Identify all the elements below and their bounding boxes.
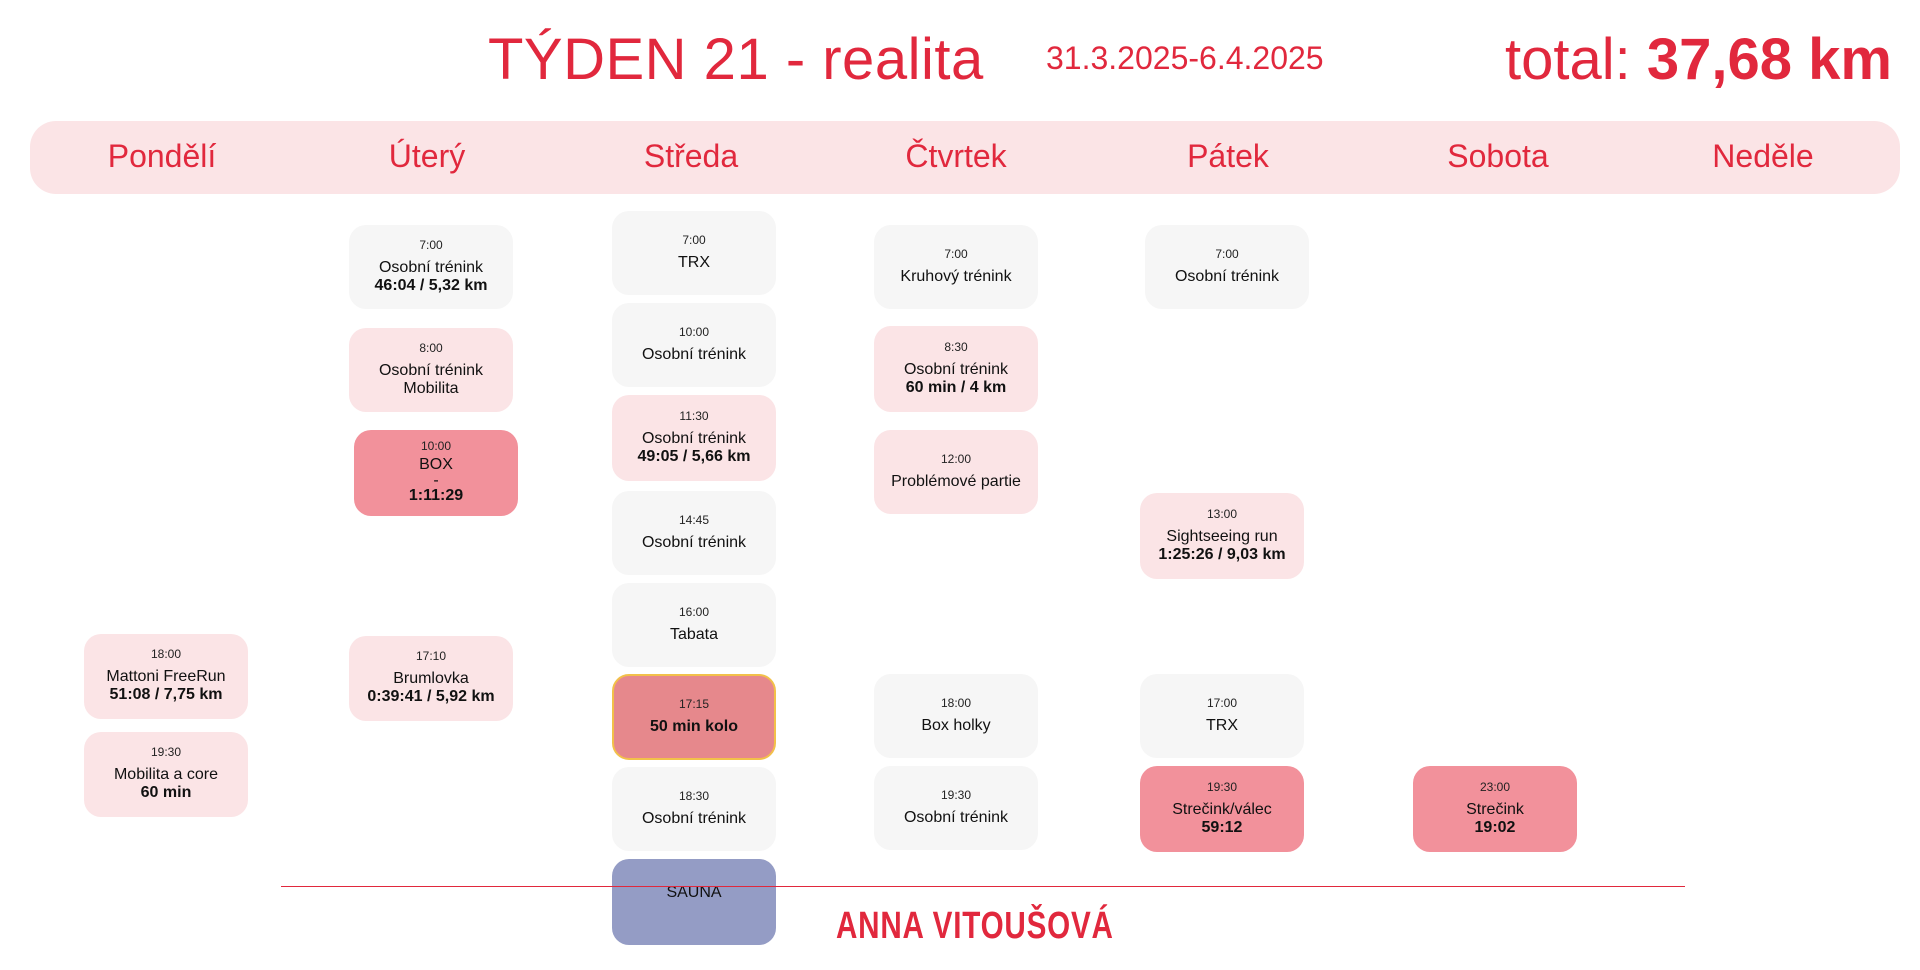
event-card[interactable]: 17:10 Brumlovka 0:39:41 / 5,92 km <box>349 636 513 721</box>
event-card[interactable]: 7:00 Osobní trénink <box>1145 225 1309 309</box>
day-saturday: Sobota <box>1447 138 1549 174</box>
event-name: Sightseeing run <box>1166 527 1278 545</box>
event-time: 10:00 <box>420 439 452 454</box>
event-time: 17:10 <box>415 649 447 664</box>
event-name: Osobní trénink <box>1174 267 1280 285</box>
event-name: SAUNA <box>666 883 722 901</box>
event-time: 8:00 <box>419 340 443 355</box>
event-time: 12:00 <box>940 451 972 466</box>
event-card[interactable]: 12:00 Problémové partie <box>874 430 1038 514</box>
event-card[interactable]: 10:00 BOX - 1:11:29 <box>354 430 518 516</box>
total-label: total: <box>1505 27 1631 92</box>
event-time: 19:30 <box>150 745 182 760</box>
event-time: 18:00 <box>150 647 182 662</box>
date-range: 31.3.2025-6.4.2025 <box>1046 40 1324 76</box>
event-name: Strečink/válec <box>1172 800 1272 818</box>
event-card[interactable]: 11:30 Osobní trénink 49:05 / 5,66 km <box>612 395 776 481</box>
event-name: Osobní trénink <box>641 345 747 363</box>
day-thursday: Čtvrtek <box>905 138 1007 174</box>
event-card[interactable]: 10:00 Osobní trénink <box>612 303 776 387</box>
event-name: Osobní trénink <box>903 360 1009 378</box>
event-time: 7:00 <box>682 232 706 247</box>
event-card[interactable]: 19:30 Mobilita a core 60 min <box>84 732 248 817</box>
page-title: TÝDEN 21 - realita <box>488 27 984 92</box>
day-header-band <box>30 121 1900 194</box>
event-card[interactable]: 19:30 Osobní trénink <box>874 766 1038 850</box>
event-card[interactable]: 7:00 Kruhový trénink <box>874 225 1038 309</box>
event-card[interactable]: 8:00 Osobní trénink Mobilita <box>349 328 513 412</box>
event-time: 19:30 <box>940 787 972 802</box>
event-name: Osobní trénink <box>641 533 747 551</box>
event-card-highlight[interactable]: 17:15 50 min kolo <box>612 674 776 760</box>
event-card[interactable]: 17:00 TRX <box>1140 674 1304 758</box>
event-time: 17:00 <box>1206 695 1238 710</box>
event-card[interactable]: 8:30 Osobní trénink 60 min / 4 km <box>874 326 1038 412</box>
event-time: 17:15 <box>678 696 710 711</box>
event-time: 7:00 <box>944 246 968 261</box>
event-name: BOX <box>419 456 453 474</box>
event-subtitle: Mobilita <box>403 379 459 397</box>
event-metric: 19:02 <box>1474 818 1516 836</box>
day-sunday: Neděle <box>1712 138 1814 174</box>
event-card[interactable]: 18:30 Osobní trénink <box>612 767 776 851</box>
event-name: Brumlovka <box>393 670 469 687</box>
event-name: Box holky <box>921 716 991 734</box>
event-metric: 51:08 / 7,75 km <box>109 686 223 704</box>
event-time: 16:00 <box>678 604 710 619</box>
event-name: Osobní trénink <box>641 809 747 827</box>
day-wednesday: Středa <box>643 138 739 174</box>
total-value: 37,68 km <box>1646 27 1892 92</box>
event-card[interactable]: 16:00 Tabata <box>612 583 776 667</box>
event-metric: 60 min / 4 km <box>905 378 1007 396</box>
event-name: 50 min kolo <box>649 717 739 735</box>
event-time: 10:00 <box>678 324 710 339</box>
event-metric: 46:04 / 5,32 km <box>374 276 488 294</box>
event-name: TRX <box>1206 716 1238 734</box>
event-card[interactable]: 18:00 Mattoni FreeRun 51:08 / 7,75 km <box>84 634 248 719</box>
event-metric: 0:39:41 / 5,92 km <box>367 688 495 706</box>
event-card[interactable]: 18:00 Box holky <box>874 674 1038 758</box>
event-dash: - <box>433 471 439 489</box>
signature: ANNA VITOUŠOVÁ <box>836 905 1114 947</box>
event-time: 14:45 <box>678 512 710 527</box>
event-time: 19:30 <box>1206 779 1238 794</box>
event-card[interactable]: 14:45 Osobní trénink <box>612 491 776 575</box>
event-time: 7:00 <box>1215 246 1239 261</box>
event-name: Kruhový trénink <box>900 267 1012 285</box>
event-name: Osobní trénink <box>378 361 484 379</box>
day-tuesday: Úterý <box>388 138 466 174</box>
event-name: Osobní trénink <box>641 429 747 447</box>
event-time: 23:00 <box>1479 779 1511 794</box>
event-card[interactable]: 13:00 Sightseeing run 1:25:26 / 9,03 km <box>1140 493 1304 579</box>
event-metric: 49:05 / 5,66 km <box>637 447 751 465</box>
day-monday: Pondělí <box>107 138 217 174</box>
event-name: Osobní trénink <box>903 808 1009 826</box>
event-name: TRX <box>678 253 710 271</box>
event-name: Mobilita a core <box>113 766 219 783</box>
total-distance: total: 37,68 km <box>1505 26 1892 93</box>
event-card[interactable]: 7:00 Osobní trénink 46:04 / 5,32 km <box>349 225 513 309</box>
event-time: 18:00 <box>940 695 972 710</box>
event-time: 7:00 <box>419 237 443 252</box>
day-friday: Pátek <box>1187 138 1269 174</box>
event-time: 8:30 <box>944 339 968 354</box>
event-time: 13:00 <box>1206 506 1238 521</box>
event-name: Strečink <box>1466 800 1524 818</box>
event-time: 18:30 <box>678 788 710 803</box>
event-card[interactable]: 23:00 Strečink 19:02 <box>1413 766 1577 852</box>
event-metric: 1:11:29 <box>408 487 464 505</box>
event-name: Mattoni FreeRun <box>106 668 226 685</box>
event-time: 11:30 <box>679 408 709 423</box>
event-name: Osobní trénink <box>378 258 484 276</box>
event-card[interactable]: 7:00 TRX <box>612 211 776 295</box>
event-name: Tabata <box>669 625 719 643</box>
event-metric: 59:12 <box>1201 818 1243 836</box>
event-metric: 1:25:26 / 9,03 km <box>1158 545 1286 563</box>
event-card-sauna[interactable]: SAUNA <box>612 859 776 945</box>
event-metric: 60 min <box>140 784 192 802</box>
footer-divider <box>281 886 1685 887</box>
event-name: Problémové partie <box>891 472 1021 490</box>
event-card[interactable]: 19:30 Strečink/válec 59:12 <box>1140 766 1304 852</box>
